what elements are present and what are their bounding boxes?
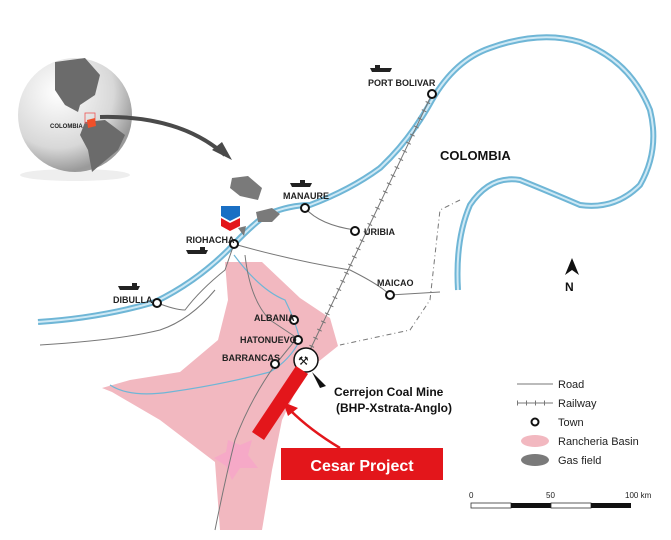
rancheria-basin [102,262,338,530]
town-label-uribia: URIBIA [364,227,395,237]
project-arrowhead-icon [283,402,298,416]
legend-basin: Rancheria Basin [558,436,639,448]
ship-icon [118,283,140,290]
ship-icon [186,247,208,254]
pink-star-area [214,440,258,480]
north-america-shape [55,58,100,112]
town-marker-manaure [300,203,310,213]
mine-owners: (BHP-Xstrata-Anglo) [336,401,452,415]
mine-name: Cerrejon Coal Mine [334,385,444,399]
town-marker-barrancas [270,359,280,369]
legend-gas: Gas field [558,455,601,467]
scale-bar: 0 50 100 km [469,491,652,509]
globe: COLOMBIA [18,58,132,181]
gas-field [230,176,262,200]
cesar-project-label: Cesar Project [310,458,414,475]
mine-pointer [312,372,326,388]
legend: Road Railway Town Rancheria Basin Gas fi… [517,379,639,467]
cesar-project-area [252,366,308,440]
scale-tick-100: 100 km [625,491,652,500]
town-label-hatonuevo: HATONUEVO [240,335,297,345]
town-label-riohacha: RIOHACHA [186,235,235,245]
town-marker-dibulla [152,298,162,308]
railway [309,93,433,351]
legend-road: Road [558,379,584,391]
cesar-project-box [281,448,443,480]
roads [39,207,441,531]
town-label-dibulla: DIBULLA [113,295,153,305]
town-label-maicao: MAICAO [377,278,414,288]
town-marker-maicao [385,290,395,300]
town-markers [152,89,437,369]
town-label-albania: ALBANIA [254,313,295,323]
border-line [339,199,461,346]
legend-town: Town [558,417,584,429]
north-label: N [565,280,574,294]
town-marker-port-bolivar [427,89,437,99]
ship-icon [290,180,312,187]
globe-colombia-label: COLOMBIA [50,124,83,130]
project-arrow [289,409,341,450]
country-label: COLOMBIA [440,148,511,163]
gas-field [256,208,280,222]
town-marker-uribia [350,226,360,236]
scale-tick-0: 0 [469,491,474,500]
town-marker-albania [289,315,299,325]
river [109,254,301,395]
scale-tick-50: 50 [546,491,555,500]
arrowhead-icon [212,142,232,160]
legend-railway: Railway [558,398,597,410]
town-marker-hatonuevo [293,335,303,345]
ship-icon [370,65,392,72]
town-marker-riohacha [229,239,239,249]
coastline-inner [37,36,655,323]
town-label-port-bolivar: PORT BOLIVAR [368,78,436,88]
pickaxe-icon: ⚒ [298,354,309,368]
mine-marker [293,347,319,373]
chevron-logo [221,206,240,231]
colombia-highlight [87,118,96,128]
ship-icons [118,65,392,290]
north-arrow-icon [565,258,579,275]
town-label-barrancas: BARRANCAS [222,353,280,363]
pointer-arrow [99,114,227,157]
coastline [37,34,657,325]
gas-field [238,226,246,236]
south-america-shape [80,120,125,172]
town-label-manaure: MANAURE [283,191,329,201]
